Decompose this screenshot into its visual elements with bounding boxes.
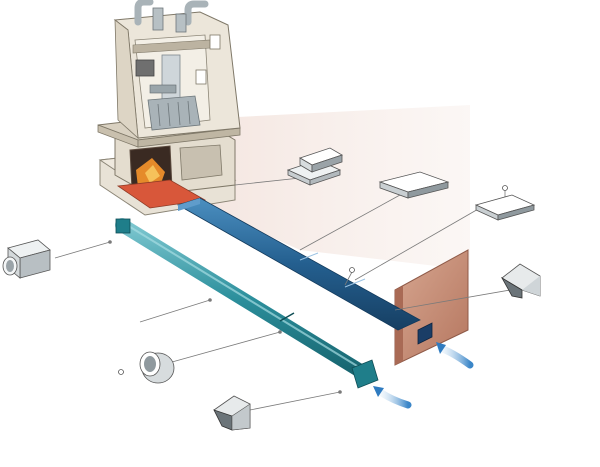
- adapter-box-icon: [2, 239, 51, 279]
- flat-duct-main: [177, 197, 421, 331]
- junction-box-icon: [286, 147, 343, 186]
- floor-shadow: [180, 105, 470, 270]
- collar-ring-icon: [139, 351, 175, 384]
- hanger-plate-icon: [474, 194, 536, 221]
- flat-duct-icon: [378, 171, 450, 199]
- fireplace-icon: [97, 0, 241, 216]
- round-duct-icon: [115, 218, 379, 389]
- hood-icon: [500, 263, 541, 299]
- airflow-arrow-round: [373, 386, 412, 409]
- round-hood-icon: [213, 395, 251, 431]
- wall-icon: [394, 249, 469, 366]
- hanger-rings: [118, 185, 508, 375]
- leader-lines: [54, 177, 511, 411]
- airflow-arrow-wall: [436, 342, 474, 369]
- leader-dots: [108, 240, 342, 394]
